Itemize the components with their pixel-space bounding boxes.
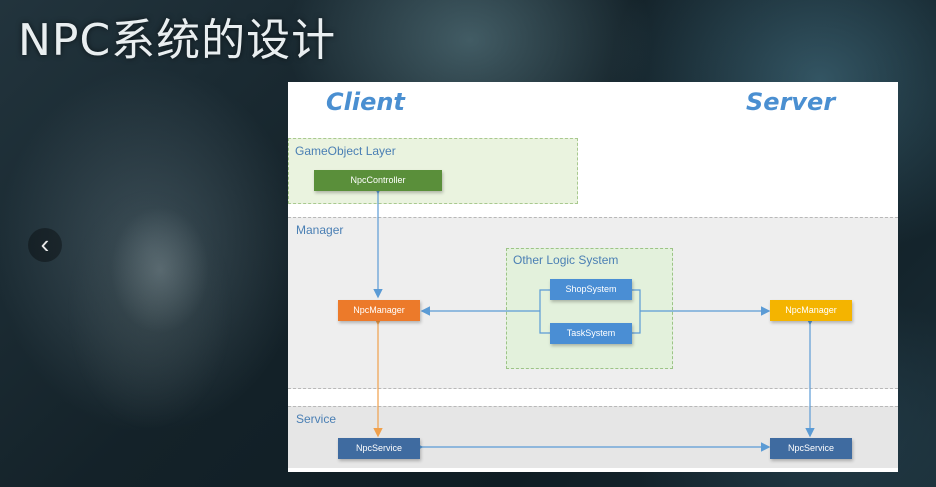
client-npc-manager-node: NpcManager bbox=[338, 300, 420, 321]
chevron-left-icon: ‹ bbox=[40, 229, 50, 259]
shop-system-node: ShopSystem bbox=[550, 279, 632, 300]
connection-arrows bbox=[373, 184, 815, 452]
npc-controller-node: NpcController bbox=[314, 170, 442, 191]
manager-label: Manager bbox=[296, 223, 344, 237]
server-npc-manager-node: NpcManager bbox=[770, 300, 852, 321]
previous-slide-button[interactable]: ‹ bbox=[28, 228, 62, 262]
slide-title: NPC系统的设计 bbox=[18, 15, 337, 66]
client-header: Client bbox=[326, 88, 405, 116]
server-npc-service-node: NpcService bbox=[770, 438, 852, 459]
client-npc-service-node: NpcService bbox=[338, 438, 420, 459]
service-label: Service bbox=[296, 412, 337, 426]
gameobject-layer-label: GameObject Layer bbox=[295, 144, 396, 158]
architecture-diagram: Client Server GameObject Layer Manager O… bbox=[288, 82, 898, 472]
background-character-art bbox=[40, 90, 280, 470]
systems-bracket-left bbox=[539, 289, 550, 334]
systems-bracket-right bbox=[632, 289, 641, 334]
task-system-node: TaskSystem bbox=[550, 323, 632, 344]
gameobject-layer-zone: GameObject Layer bbox=[288, 138, 578, 204]
other-logic-system-zone: Other Logic System bbox=[506, 248, 673, 369]
other-logic-system-label: Other Logic System bbox=[513, 253, 619, 267]
server-header: Server bbox=[746, 88, 836, 116]
